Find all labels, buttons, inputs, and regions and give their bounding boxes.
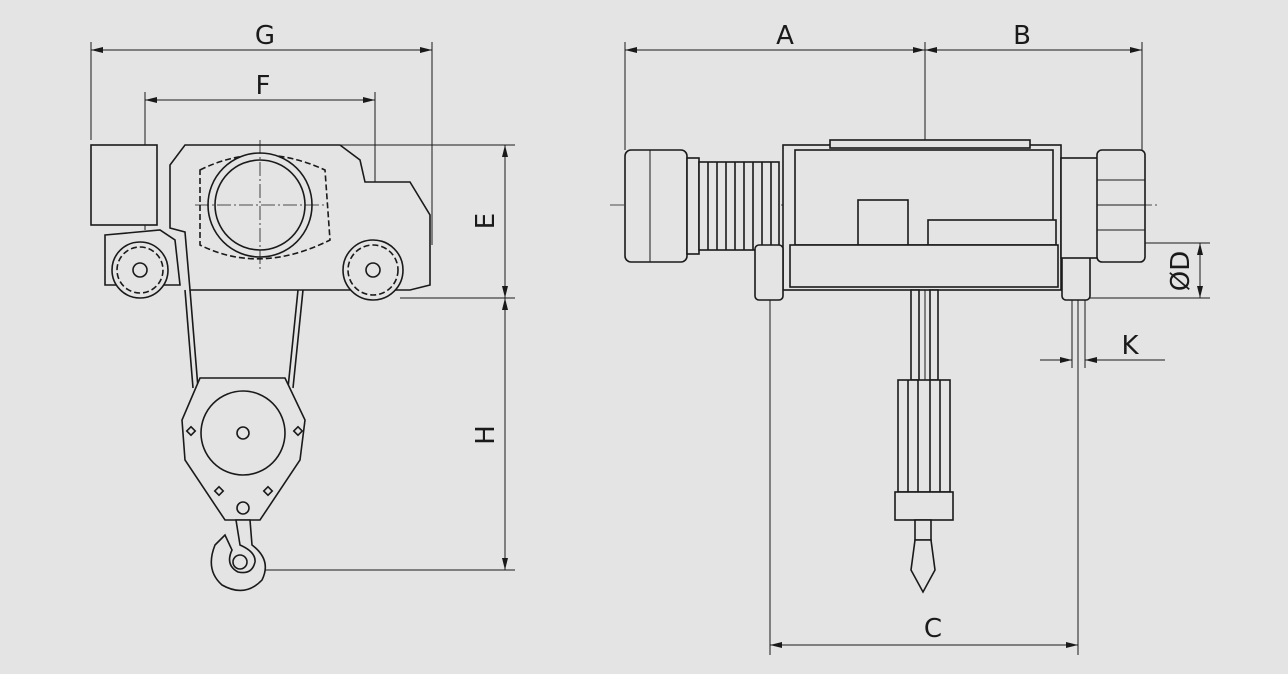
motor-fins <box>698 161 780 251</box>
label-c: C <box>924 614 942 644</box>
brake-unit <box>1060 157 1100 259</box>
gearbox <box>927 219 1057 246</box>
label-f: F <box>256 71 271 101</box>
hoist-ropes <box>184 289 304 389</box>
end-cover <box>1096 149 1146 263</box>
hook-block-front <box>897 379 951 493</box>
label-e: E <box>471 213 501 229</box>
side-view <box>90 42 515 592</box>
wheel-left-front <box>754 244 784 301</box>
label-k: K <box>1121 331 1139 361</box>
hoist-motor <box>624 149 688 263</box>
front-view <box>610 42 1210 655</box>
wheel-right <box>342 239 404 301</box>
label-h: H <box>471 425 501 445</box>
label-d: ØD <box>1166 251 1196 292</box>
travel-motor <box>90 144 158 226</box>
rope-drum-front <box>789 244 1059 288</box>
load-hook-front <box>910 539 936 594</box>
load-hook <box>210 519 267 592</box>
label-b: B <box>1013 21 1031 51</box>
label-g: G <box>255 21 275 51</box>
wheel-left <box>111 241 169 299</box>
label-a: A <box>776 21 794 51</box>
